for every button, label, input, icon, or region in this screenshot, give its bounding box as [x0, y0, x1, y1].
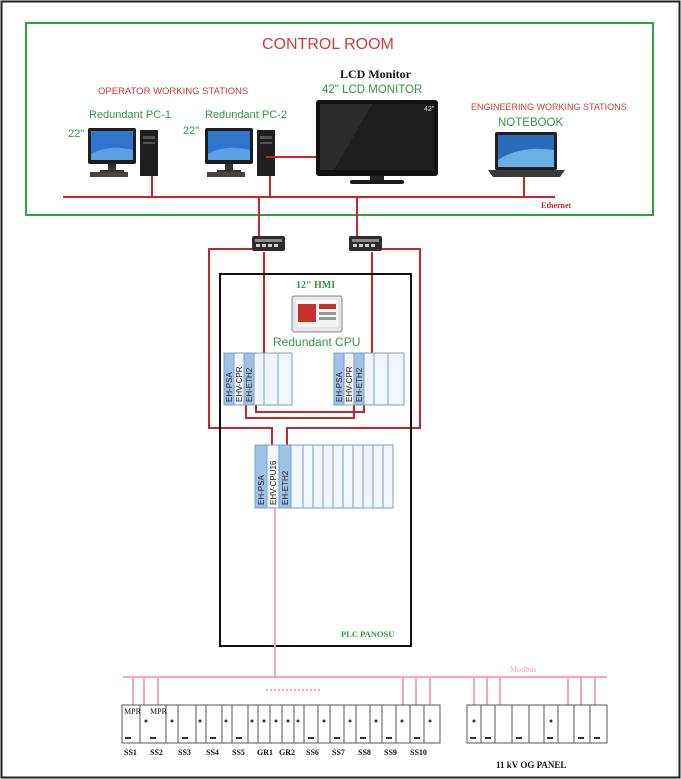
module-label: EH-ETH2: [245, 367, 254, 402]
plc-panel-label: PLC PANOSU: [341, 629, 395, 639]
module-label: EH-PSA: [257, 475, 266, 505]
mpr-label: MPR: [150, 707, 168, 716]
lcd-subtitle: 42" LCD MONITOR: [322, 84, 423, 96]
substation-label: SS3: [178, 748, 191, 757]
substation-label: SS1: [124, 748, 137, 757]
engineering-stations-title: ENGINEERING WORKING STATIONS: [471, 102, 627, 112]
substation-label: SS7: [332, 748, 345, 757]
switchgear-left: [121, 704, 441, 744]
og-panel: [466, 704, 608, 744]
substation-label: SS4: [206, 748, 219, 757]
hmi-panel-icon: [291, 295, 343, 333]
substation-label: SS2: [150, 748, 163, 757]
substation-label: SS10: [410, 748, 427, 757]
module-label: EH-ETH2: [281, 470, 290, 505]
cpu-rack-2: [333, 352, 405, 406]
module-label: EH-ETH2: [355, 367, 364, 402]
substation-label: GR2: [279, 748, 295, 757]
module-label: EHV-CPR: [235, 366, 244, 402]
control-room-title: CONTROL ROOM: [262, 36, 394, 53]
substation-label: GR1: [257, 748, 273, 757]
og-panel-label: 11 kV OG PANEL: [496, 760, 567, 770]
switchgear-cells: [139, 705, 425, 743]
lcd-monitor-icon: [316, 100, 438, 184]
pc1-size-label: 22": [68, 128, 85, 140]
operator-stations-title: OPERATOR WORKING STATIONS: [98, 86, 249, 97]
desktop-pc-icon: [88, 128, 158, 177]
pc2-size-label: 22": [183, 125, 200, 137]
notebook-label: NOTEBOOK: [498, 117, 564, 129]
substation-label: SS9: [384, 748, 397, 757]
switchgear-markers: [125, 719, 432, 739]
pc1-label: Redundant PC-1: [89, 109, 171, 121]
notebook-icon: [488, 132, 565, 177]
network-switch-icon: [349, 236, 382, 251]
plc-panel-box: [219, 273, 412, 647]
ethernet-label: Ethernet: [541, 201, 572, 210]
hmi-label: 12" HMI: [296, 280, 336, 291]
redundant-cpu-label: Redundant CPU: [273, 335, 361, 349]
modbus-label: Modbus: [510, 665, 537, 674]
pc2-label: Redundant PC-2: [205, 109, 287, 121]
ethernet-network: [63, 156, 555, 445]
substation-label: SS8: [358, 748, 371, 757]
desktop-pc-icon: [205, 128, 275, 177]
lcd-title: LCD Monitor: [340, 67, 411, 81]
substation-label: SS5: [232, 748, 245, 757]
control-room-box: [25, 22, 654, 216]
network-switch-icon: [252, 236, 285, 251]
substation-label: SS6: [306, 748, 319, 757]
lcd-size-badge: 42": [424, 106, 435, 113]
module-label: EH-PSA: [225, 372, 234, 402]
module-label: EHV-CPR: [345, 366, 354, 402]
module-label: EHV-CPU16: [269, 460, 278, 505]
og-panel-markers: [470, 719, 600, 739]
cpu-rack-1: [223, 352, 293, 406]
mpr-label: MPR: [124, 707, 142, 716]
main-rack: [254, 444, 394, 509]
module-label: EH-PSA: [335, 372, 344, 402]
modbus-network: [123, 508, 607, 705]
